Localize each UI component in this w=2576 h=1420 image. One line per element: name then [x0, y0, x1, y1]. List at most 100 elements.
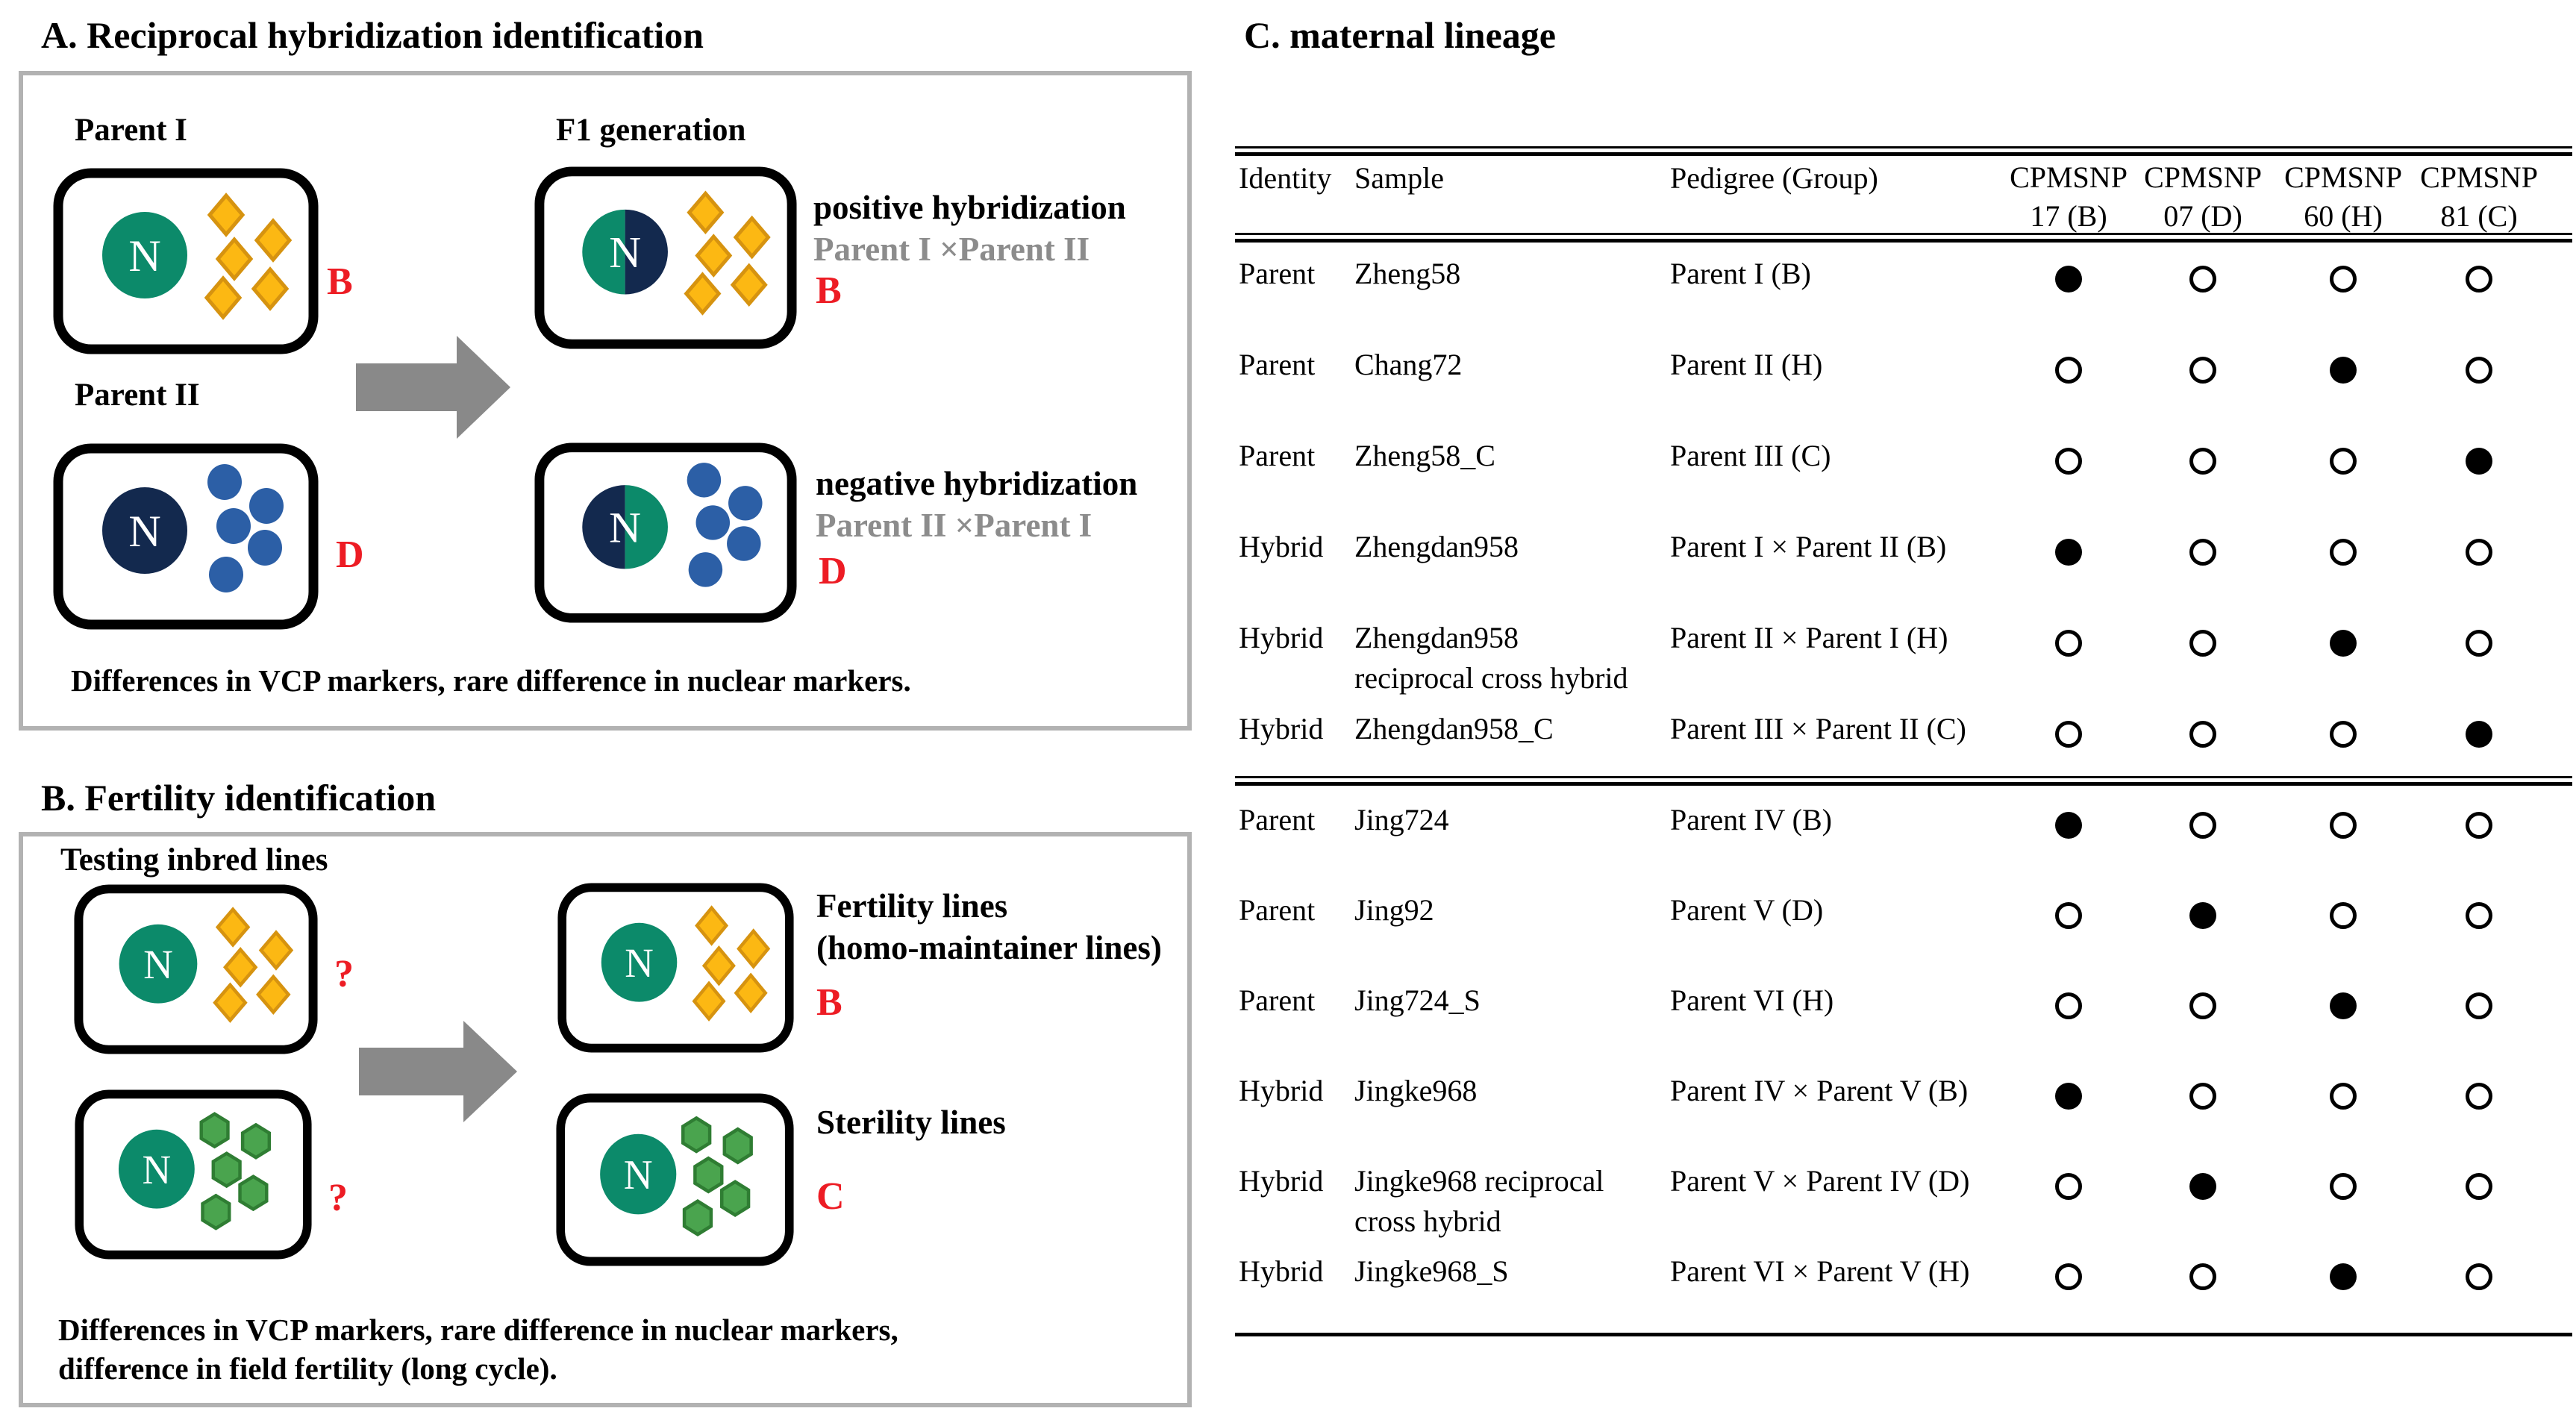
- negative-hybridization-badge: D: [819, 550, 847, 592]
- nucleus-right-half: [625, 209, 668, 295]
- row-pedigree: Parent I (B): [1670, 257, 1811, 290]
- panel-b-caption-line1: Differences in VCP markers, rare differe…: [58, 1313, 898, 1347]
- marker-dot-filled: [2189, 902, 2216, 929]
- panel-a-caption: Differences in VCP markers, rare differe…: [71, 663, 911, 698]
- hexagon-organelle-icon: [682, 1199, 713, 1237]
- parent2-label: Parent II: [75, 378, 200, 413]
- mitochondria-organelle-icon: [249, 488, 284, 524]
- diamond-organelle-icon: [701, 945, 736, 986]
- marker-dot-filled: [2055, 266, 2082, 293]
- mitochondria-organelle-icon: [216, 508, 251, 544]
- table-group-divider-thin: [1235, 776, 2572, 778]
- f1-negative-cell: N: [534, 442, 797, 623]
- row-pedigree: Parent V × Parent IV (D): [1670, 1164, 1970, 1198]
- table-header-rule-thin: [1235, 233, 2572, 235]
- marker-dot-open: [2330, 721, 2357, 748]
- mitochondria-organelle-icon: [248, 530, 282, 566]
- marker4-name: CPMSNP: [2420, 160, 2538, 194]
- marker-dot-open: [2055, 357, 2082, 384]
- table-header-sample: Sample: [1354, 161, 1444, 195]
- row-sample: Jing724: [1354, 803, 1449, 836]
- nucleus-letter: N: [128, 507, 160, 556]
- marker1-allele: 17 (B): [2030, 199, 2107, 233]
- row-pedigree: Parent I × Parent II (B): [1670, 530, 1947, 563]
- marker-dot-open: [2330, 448, 2357, 475]
- nucleus-letter: N: [128, 231, 160, 281]
- row-identity: Hybrid: [1239, 712, 1324, 745]
- row-sample: Jing92: [1354, 893, 1434, 927]
- marker-dot-open: [2466, 992, 2492, 1019]
- diamond-organelle-icon: [207, 193, 246, 237]
- diamond-organelle-icon: [684, 272, 722, 316]
- nucleus: [118, 1129, 195, 1209]
- marker-dot-open: [2466, 266, 2492, 293]
- marker-dot-open: [2330, 266, 2357, 293]
- hexagon-organelle-icon: [238, 1175, 269, 1212]
- parent2-cell: N: [53, 443, 319, 630]
- marker-dot-open: [2055, 1173, 2082, 1200]
- row-identity: Hybrid: [1239, 1254, 1324, 1288]
- row-identity: Parent: [1239, 893, 1316, 927]
- marker-dot-filled: [2466, 448, 2492, 475]
- row-pedigree: Parent IV × Parent V (B): [1670, 1074, 1969, 1107]
- marker-dot-open: [2189, 992, 2216, 1019]
- marker3-name: CPMSNP: [2284, 160, 2402, 194]
- nucleus: [601, 922, 678, 1002]
- row-sample: Zheng58_C: [1354, 439, 1495, 472]
- row-pedigree: Parent V (D): [1670, 893, 1824, 927]
- hexagon-organelle-icon: [722, 1127, 753, 1165]
- positive-hybridization-title: positive hybridization: [813, 189, 1126, 226]
- marker-dot-filled: [2330, 630, 2357, 657]
- parent1-label: Parent I: [75, 113, 187, 148]
- marker-dot-open: [2055, 1263, 2082, 1290]
- marker-dot-open: [2189, 1263, 2216, 1290]
- marker-dot-filled: [2055, 812, 2082, 839]
- mitochondria-organelle-icon: [727, 526, 761, 561]
- nucleus-letter: N: [143, 1147, 172, 1192]
- marker-dot-open: [2189, 1083, 2216, 1110]
- marker-dot-open: [2189, 630, 2216, 657]
- table-header-marker-1: CPMSNP 17 (B): [1994, 158, 2143, 236]
- cross-arrow-head-icon: [457, 336, 510, 439]
- f1-generation-label: F1 generation: [556, 113, 746, 148]
- row-pedigree: Parent II × Parent I (H): [1670, 621, 1948, 654]
- nucleus-letter: N: [625, 940, 654, 986]
- diamond-organelle-icon: [737, 928, 771, 969]
- marker-dot-open: [2466, 357, 2492, 384]
- fertility-lines-badge: B: [816, 981, 842, 1024]
- table-header-pedigree: Pedigree (Group): [1670, 161, 1878, 195]
- diamond-organelle-icon: [692, 980, 726, 1022]
- diamond-organelle-icon: [222, 947, 258, 988]
- marker-dot-open: [2330, 812, 2357, 839]
- marker-dot-filled: [2330, 1263, 2357, 1290]
- row-sample: Jingke968_S: [1354, 1254, 1509, 1288]
- testing-line1-cell: N: [74, 884, 318, 1054]
- nucleus-letter: N: [609, 228, 641, 277]
- table-header-identity: Identity: [1239, 161, 1332, 195]
- hexagon-organelle-icon: [719, 1180, 751, 1218]
- diamond-organelle-icon: [256, 974, 291, 1015]
- table-header-marker-2: CPMSNP 07 (D): [2128, 158, 2278, 236]
- diamond-organelle-icon: [695, 234, 733, 278]
- hexagon-organelle-icon: [681, 1116, 712, 1154]
- row-pedigree: Parent II (H): [1670, 348, 1823, 381]
- diamond-organelle-icon: [215, 237, 254, 281]
- row-identity: Parent: [1239, 348, 1316, 381]
- marker-dot-open: [2189, 266, 2216, 293]
- diamond-organelle-icon: [730, 263, 768, 307]
- marker-dot-open: [2189, 448, 2216, 475]
- diamond-organelle-icon: [687, 190, 725, 235]
- row-identity: Hybrid: [1239, 530, 1324, 563]
- diamond-organelle-icon: [251, 266, 290, 311]
- fertility-lines-subtitle: (homo-maintainer lines): [816, 929, 1162, 966]
- fertility-arrow-icon: [359, 1048, 463, 1095]
- row-identity: Hybrid: [1239, 1074, 1324, 1107]
